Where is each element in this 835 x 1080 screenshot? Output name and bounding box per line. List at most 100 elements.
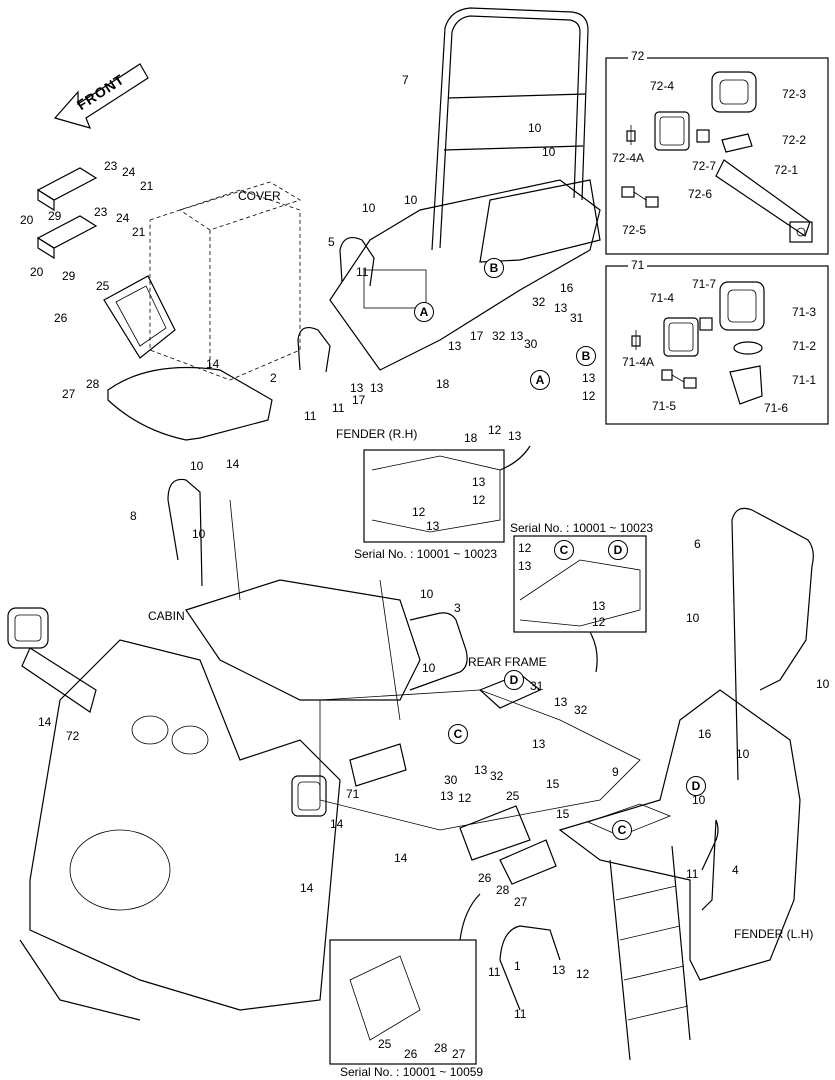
cabin-frame-drawing — [19, 499, 421, 1021]
part-32: 32 — [532, 295, 546, 309]
part-15: 15 — [556, 807, 570, 821]
part-32: 32 — [574, 703, 588, 717]
part-13: 13 — [592, 599, 606, 613]
part-4: 4 — [732, 863, 739, 877]
part-31: 31 — [530, 679, 544, 693]
part-13: 13 — [582, 371, 596, 385]
part-29: 29 — [48, 209, 62, 223]
ref-marker-a: A — [414, 302, 434, 322]
part-14: 14 — [38, 715, 52, 729]
part-7: 7 — [402, 73, 409, 87]
part-71-4: 71-4 — [650, 291, 675, 305]
part-12: 12 — [592, 615, 606, 629]
part-10: 10 — [542, 145, 556, 159]
part-31: 31 — [570, 311, 584, 325]
part-29: 29 — [62, 269, 76, 283]
fender-rh-label: FENDER (R.H) — [336, 427, 418, 441]
part-13: 13 — [518, 559, 532, 573]
cover-label: COVER — [238, 189, 281, 203]
part-23: 23 — [104, 159, 118, 173]
part-11: 11 — [356, 265, 369, 279]
fender-lh-label: FENDER (L.H) — [734, 927, 814, 941]
ref-marker-c-fender: C — [612, 820, 632, 840]
part-71-7: 71-7 — [692, 277, 717, 291]
part-26: 26 — [478, 871, 492, 885]
part-14: 14 — [226, 457, 240, 471]
part-13: 13 — [426, 519, 440, 533]
part-11: 11 — [332, 401, 345, 415]
part-25: 25 — [506, 789, 520, 803]
part-14: 14 — [330, 817, 344, 831]
part-27: 27 — [62, 387, 76, 401]
part-71: 71 — [346, 787, 360, 801]
part-12: 12 — [576, 967, 590, 981]
fender-rh-drawing — [329, 179, 601, 371]
part-11: 11 — [488, 965, 501, 979]
part-20: 20 — [30, 265, 44, 279]
inset-top-drawing — [363, 445, 531, 543]
part-72-2: 72-2 — [782, 133, 807, 147]
work-lamp-71-drawing — [631, 281, 765, 405]
serial-note-inset-top: Serial No. : 10001 ~ 10023 — [354, 547, 498, 561]
part-17: 17 — [352, 393, 366, 407]
front-arrow — [53, 63, 149, 129]
part-12: 12 — [458, 791, 472, 805]
part-27: 27 — [452, 1047, 466, 1061]
part-12: 12 — [518, 541, 532, 555]
part-14: 14 — [394, 851, 408, 865]
part-2: 2 — [270, 371, 277, 385]
part-72-6: 72-6 — [688, 187, 713, 201]
part-27: 27 — [514, 895, 528, 909]
part-12: 12 — [472, 493, 486, 507]
ref-marker-b-bracket: B — [576, 346, 596, 366]
handrail-8-drawing — [167, 478, 203, 587]
part-16: 16 — [698, 727, 712, 741]
part-32: 32 — [492, 329, 506, 343]
part-26: 26 — [54, 311, 68, 325]
part-13: 13 — [552, 963, 566, 977]
part-12: 12 — [488, 423, 502, 437]
part-10: 10 — [190, 459, 204, 473]
handrail-3-drawing — [409, 612, 468, 691]
part-1: 1 — [514, 959, 521, 973]
part-14: 14 — [300, 881, 314, 895]
cover-drawing — [149, 181, 301, 381]
handrail-4-drawing — [701, 819, 719, 911]
rear-frame-label: REAR FRAME — [468, 655, 547, 669]
rear-frame-drawing — [319, 673, 641, 831]
part-11: 11 — [304, 409, 317, 423]
handrail-2-drawing — [297, 327, 331, 373]
part-72-4: 72-4 — [650, 79, 675, 93]
part-72-7: 72-7 — [692, 159, 717, 173]
part-21: 21 — [132, 225, 146, 239]
part-13: 13 — [350, 381, 364, 395]
work-lamp-72-drawing — [621, 71, 813, 243]
part-71-5: 71-5 — [652, 399, 677, 413]
part-23: 23 — [94, 205, 108, 219]
part-12: 12 — [412, 505, 426, 519]
part-8: 8 — [130, 509, 137, 523]
ref-marker-c: C — [448, 724, 468, 744]
handrail-5-drawing — [339, 237, 375, 287]
part-18: 18 — [436, 377, 450, 391]
part-13: 13 — [440, 789, 454, 803]
part-32: 32 — [490, 769, 504, 783]
part-71-1: 71-1 — [792, 373, 817, 387]
ladder-drawing — [609, 845, 691, 1061]
part-71-2: 71-2 — [792, 339, 817, 353]
part-21: 21 — [140, 179, 154, 193]
detail-box-72-label: 72 — [628, 50, 648, 62]
fender-lh-drawing — [558, 689, 801, 981]
part-13: 13 — [370, 381, 384, 395]
ref-marker-d-fender: D — [686, 776, 706, 796]
part-6: 6 — [694, 537, 701, 551]
part-13: 13 — [554, 695, 568, 709]
part-25: 25 — [378, 1037, 392, 1051]
ref-marker-b: B — [484, 258, 504, 278]
inset-bottom-drawing — [329, 893, 481, 1065]
part-14: 14 — [206, 357, 220, 371]
handrail-1-drawing — [499, 925, 561, 1011]
detail-box-71-label: 71 — [628, 259, 648, 271]
part-10: 10 — [404, 193, 418, 207]
